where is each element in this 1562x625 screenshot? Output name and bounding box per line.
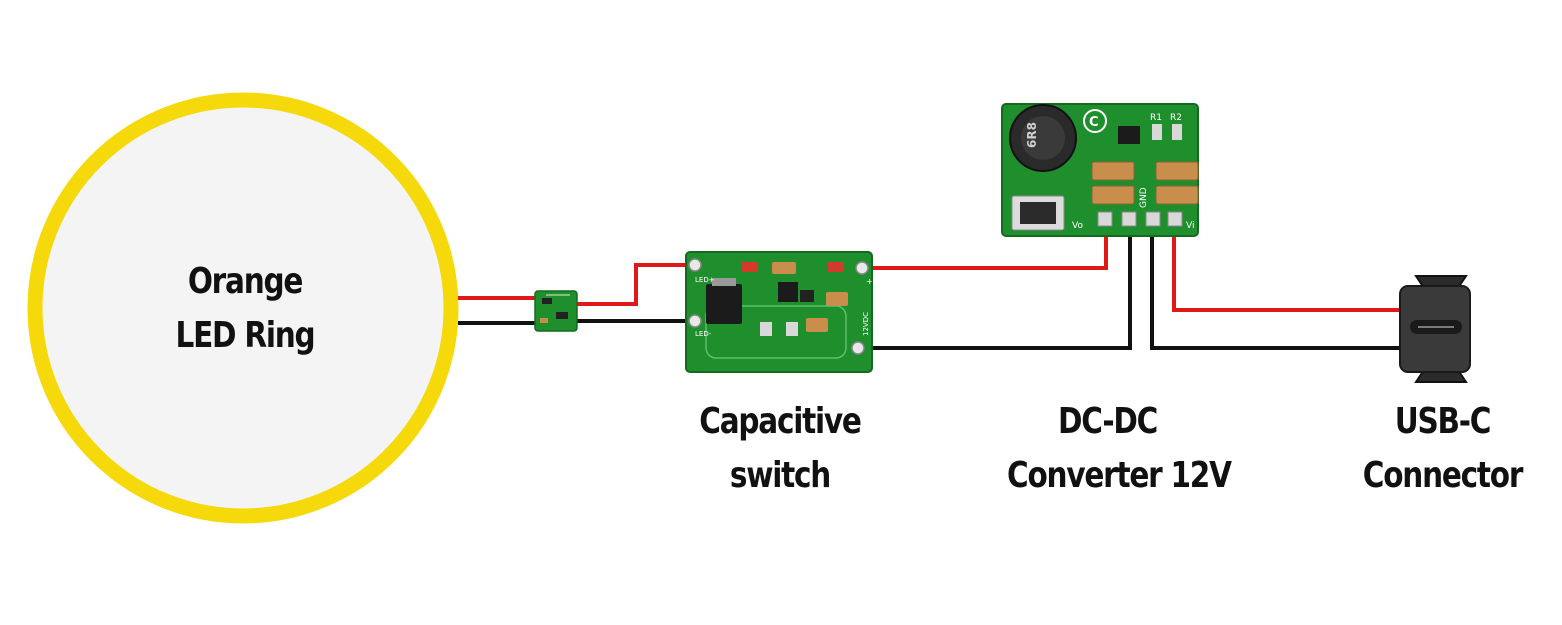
wire-switch-to-vo	[860, 222, 1108, 270]
capacitive-switch-label-line1: Capacitive	[699, 401, 862, 442]
usb-c-connector-label-line2: Connector	[1362, 455, 1524, 496]
wire-switch-gnd	[860, 222, 1132, 350]
led-ring-label: Orange LED Ring	[159, 255, 331, 363]
usb-c-connector	[1399, 275, 1471, 383]
wire-usb-vin	[1172, 222, 1402, 312]
wires	[458, 222, 1402, 350]
converter-gnd-marking: GND	[1139, 187, 1149, 208]
dc-dc-converter-label: DC-DC Converter 12V	[1007, 395, 1232, 503]
inline-resistor-board	[534, 290, 578, 332]
capacitive-switch-label: Capacitive switch	[690, 395, 870, 503]
wire-usb-gnd	[1150, 222, 1402, 350]
led-ring	[27, 92, 459, 524]
usb-c-connector-label-line1: USB-C	[1394, 401, 1492, 442]
dc-dc-converter-label-line1: DC-DC	[1057, 401, 1158, 442]
dc-dc-converter-board: 6R8 C R1 R2 Vo Vi GND	[1001, 103, 1199, 237]
dc-dc-converter-label-line2: Converter 12V	[1007, 455, 1232, 496]
switch-led-minus-marking: LED-	[695, 330, 712, 338]
wire-led-plus	[574, 263, 695, 306]
led-ring-label-line2: LED Ring	[175, 315, 316, 356]
converter-vo-marking: Vo	[1072, 221, 1083, 231]
capacitive-switch-label-line2: switch	[729, 455, 831, 496]
switch-led-plus-marking: LED+	[695, 276, 715, 284]
inductor-marking: 6R8	[1025, 122, 1039, 148]
switch-plus-marking: +	[866, 277, 873, 286]
converter-r1-marking: R1	[1150, 113, 1162, 123]
converter-vi-marking: Vi	[1186, 221, 1194, 231]
converter-logo-marking: C	[1089, 115, 1099, 130]
usb-c-connector-label: USB-C Connector	[1358, 395, 1526, 503]
led-ring-label-line1: Orange	[187, 261, 304, 302]
converter-r2-marking: R2	[1170, 113, 1182, 123]
capacitive-switch-board: LED+ LED- + 12VDC	[685, 251, 873, 373]
switch-12vdc-marking: 12VDC	[862, 312, 870, 336]
